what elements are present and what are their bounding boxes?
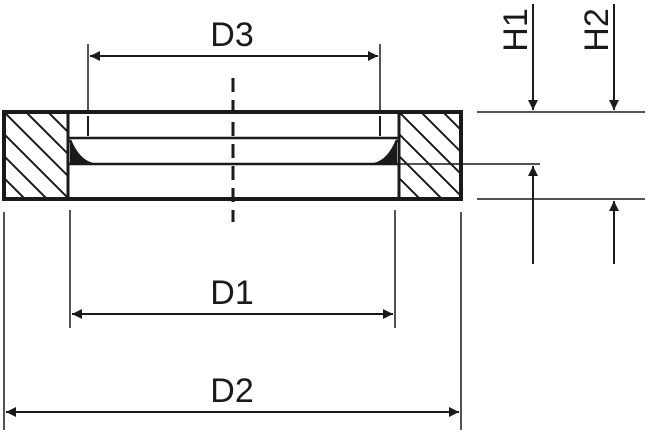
cone-fill-left: [70, 140, 92, 164]
cone-fill-right: [375, 140, 397, 164]
d3-label: D3: [210, 16, 253, 54]
h2-label: H2: [578, 8, 616, 51]
d1-label: D1: [210, 274, 253, 312]
hatch-left: [4, 112, 68, 199]
d2-label: D2: [210, 372, 253, 410]
h1-label: H1: [497, 8, 535, 51]
